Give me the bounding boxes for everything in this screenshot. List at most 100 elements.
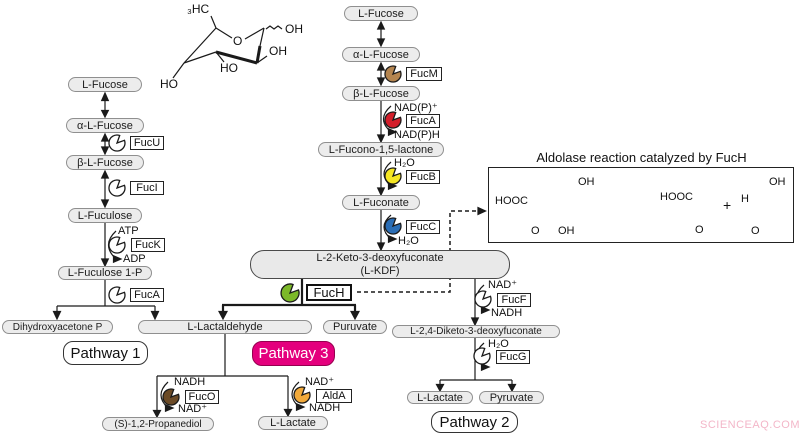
arrow-beta-fuculose <box>100 169 110 209</box>
fuck-cofactor-arrowhead <box>112 254 123 264</box>
l-kdf-name: L-2-Keto-3-deoxyfuconate <box>316 251 444 264</box>
metabolite-l-kdf: L-2-Keto-3-deoxyfuconate (L-KDF) <box>250 250 510 279</box>
metabolite-l-lactate-right: L-Lactate <box>407 391 473 404</box>
metabolite-l-lactate-mid: L-Lactate <box>258 416 328 430</box>
cofactor-atp-label: ATP <box>118 225 139 237</box>
metabolite-alpha-l-fucose-mid: α-L-Fucose <box>342 47 420 62</box>
arrow-fuconate-kdf <box>376 210 386 252</box>
enzyme-fuck-label: FucK <box>131 238 165 252</box>
fuch-arrow-puruvate <box>350 310 360 321</box>
metabolite-beta-l-fucose-mid: β-L-Fucose <box>342 86 420 101</box>
sugar-methyl-label: ₃HC <box>187 2 210 16</box>
fucose-chair-structure <box>172 15 283 79</box>
fucg-cofactor-arrowhead <box>480 362 491 372</box>
aldolase-reaction-box <box>488 167 794 243</box>
metabolite-l-fuculose-1p: L-Fuculose 1-P <box>58 266 152 280</box>
metabolite-puruvate: Puruvate <box>323 320 387 334</box>
l-kdf-abbrev: (L-KDF) <box>360 264 400 277</box>
arrow-alpha-beta-mid <box>376 61 386 87</box>
cofactor-adp-label: ADP <box>123 253 146 265</box>
cofactor-nad-plus-alda-label: NAD⁺ <box>305 376 335 388</box>
sugar-ring-oxygen-label: O <box>233 34 243 48</box>
cofactor-nadh-fuco-label: NADH <box>174 376 206 388</box>
enzyme-fucf-label: FucF <box>497 293 531 307</box>
metabolite-dihydroxyacetone-p: Dihydroxyacetone P <box>2 320 113 334</box>
alda-enzyme-icon <box>293 386 311 404</box>
arrow-lfucose-alpha-mid <box>376 20 386 48</box>
enzyme-fucu-label: FucU <box>130 136 164 150</box>
metabolite-l-fuconate: L-Fuconate <box>342 195 420 210</box>
fucc-cofactor-arrowhead <box>387 234 398 244</box>
arrow-beta-lactone <box>376 101 386 144</box>
fuck-enzyme-icon <box>108 236 126 254</box>
fuca-left-branch <box>52 280 160 321</box>
fuca-left-enzyme-icon <box>108 286 126 304</box>
fuci-enzyme-icon <box>108 179 126 197</box>
aldolase-hooc-left-label: HOOC <box>495 195 528 207</box>
enzyme-fuco-label: FucO <box>185 390 219 404</box>
aldolase-oh-top-right-label: OH <box>769 176 786 188</box>
sugar-ho-c4-label: HO <box>160 77 178 91</box>
fuch-branch <box>221 279 357 312</box>
metabolite-l-fucose-mid: L-Fucose <box>344 6 418 21</box>
metabolite-l-fucose-left: L-Fucose <box>68 77 142 92</box>
cofactor-h2o-fucg-label: H₂O <box>488 338 509 350</box>
cofactor-nadh-alda-label: NADH <box>309 402 341 414</box>
lactaldehyde-branch <box>152 334 293 419</box>
enzyme-fucg-label: FucG <box>496 350 530 364</box>
arrow-fuculose-1p <box>100 223 110 268</box>
fucf-cofactor-arrowhead <box>480 305 491 315</box>
fuco-enzyme-icon <box>162 388 180 406</box>
cofactor-h2o-fucc-label: H₂O <box>398 235 419 247</box>
fucm-enzyme-icon <box>384 65 402 83</box>
metabolite-s-12-propanediol: (S)-1,2-Propanediol <box>102 417 214 431</box>
fucg-enzyme-icon <box>473 347 491 365</box>
enzyme-alda-label: AldA <box>316 389 352 403</box>
cofactor-nadp-plus-label: NAD(P)⁺ <box>394 102 438 114</box>
watermark: SCIENCEAQ.COM <box>700 419 800 431</box>
aldolase-oh-top-left-label: OH <box>578 176 595 188</box>
aldolase-o-left-label: O <box>531 225 540 237</box>
enzyme-fucb-label: FucB <box>406 170 440 184</box>
cofactor-h2o-fucb-label: H₂O <box>394 157 415 169</box>
enzyme-fucc-label: FucC <box>406 220 440 234</box>
sugar-oh-anomeric-label: OH <box>285 22 303 36</box>
sugar-ho-c3-label: HO <box>220 61 238 75</box>
pathway-1-label: Pathway 1 <box>63 341 148 365</box>
fuca-mid-enzyme-icon <box>384 111 402 129</box>
cofactor-nadp-h-label: NAD(P)H <box>394 129 440 141</box>
metabolite-pyruvate-right: Pyruvate <box>479 391 544 404</box>
aldolase-plus-sign: + <box>723 197 732 213</box>
arrow-alpha-beta-left <box>100 132 110 156</box>
arrow-lfucose-alpha-left <box>100 91 110 119</box>
enzyme-fuci-label: FucI <box>130 181 164 195</box>
metabolite-alpha-l-fucose-left: α-L-Fucose <box>66 118 144 133</box>
aldolase-o-right-label: O <box>751 225 760 237</box>
metabolite-l-fucono-lactone: L-Fucono-1,5-lactone <box>318 142 444 157</box>
enzyme-fuch-label: FucH <box>306 284 352 301</box>
fucb-enzyme-icon <box>384 167 402 185</box>
alda-cofactor-arrowhead <box>295 402 306 412</box>
enzyme-fucm-label: FucM <box>406 67 442 81</box>
fucc-enzyme-icon <box>384 217 402 235</box>
metabolite-l-24-diketo: L-2,4-Diketo-3-deoxyfuconate <box>392 325 560 338</box>
dashed-link-arrowhead <box>477 206 487 216</box>
aldolase-hooc-right-label: HOOC <box>660 191 693 203</box>
cofactor-nadh-fucf-label: NADH <box>491 307 523 319</box>
fucf-enzyme-icon <box>474 290 492 308</box>
pathway-3-label: Pathway 3 <box>252 341 335 366</box>
fuco-cofactor-arrowhead <box>164 403 175 413</box>
metabolite-beta-l-fucose-left: β-L-Fucose <box>66 155 144 170</box>
cofactor-nad-plus-fuco-label: NAD⁺ <box>178 403 208 415</box>
enzyme-fuca-left-label: FucA <box>130 288 164 302</box>
fucu-enzyme-icon <box>108 134 126 152</box>
enzyme-fuca-mid-label: FucA <box>406 114 440 128</box>
sugar-oh-c2-label: OH <box>269 44 287 58</box>
fuch-arrow-lactaldehyde <box>218 310 228 321</box>
arrow-lactone-fuconate <box>376 157 386 197</box>
fuca-mid-cofactor-arrowhead <box>387 127 398 137</box>
cofactor-nad-plus-fucf-label: NAD⁺ <box>488 279 518 291</box>
pathway-2-label: Pathway 2 <box>431 411 518 433</box>
metabolite-l-fuculose: L-Fuculose <box>68 208 142 223</box>
